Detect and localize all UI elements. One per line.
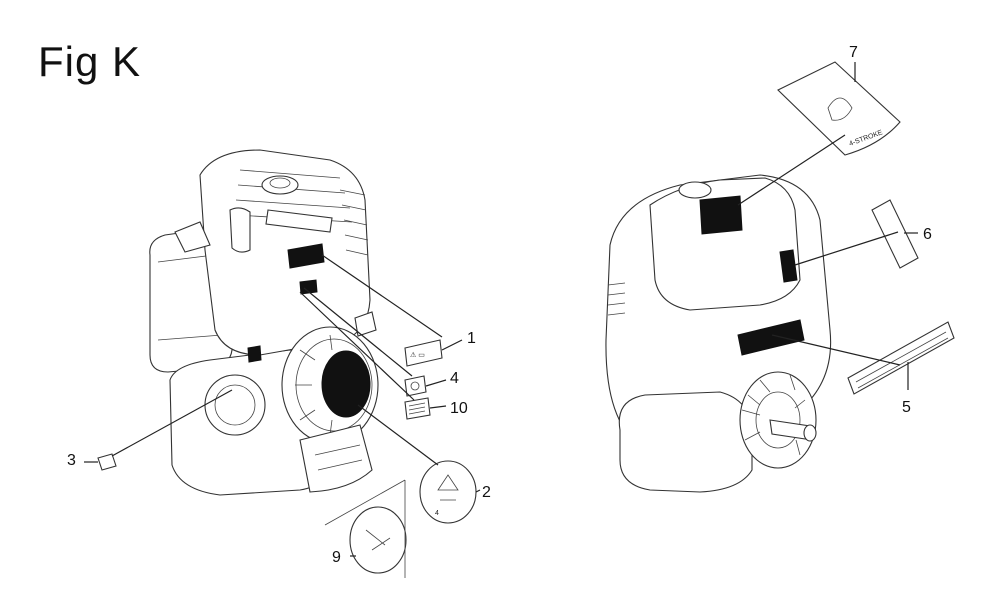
- leader-lines-left: [84, 254, 481, 557]
- decal-9: [324, 479, 407, 578]
- decal-6: [871, 199, 919, 269]
- decal-5: [847, 321, 955, 395]
- callout-5: 5: [902, 399, 911, 416]
- callout-2: 2: [482, 484, 491, 501]
- engine-front-view: [149, 149, 379, 496]
- decal-10: [404, 397, 431, 420]
- callout-1: 1: [467, 330, 476, 347]
- decal-4: [404, 375, 427, 397]
- figure-title: Fig K: [38, 38, 142, 85]
- decal-1: ⚠ ▭: [404, 339, 443, 367]
- svg-text:⚠ ▭: ⚠ ▭: [410, 351, 425, 359]
- decal-3: [97, 453, 117, 471]
- callout-9: 9: [332, 549, 341, 566]
- svg-text:4: 4: [435, 510, 439, 517]
- decal-7: 4-STROKE: [777, 61, 901, 156]
- callout-numbers: 1 2 3 4 5 6 7 9 10: [67, 44, 932, 566]
- decal-2: 4: [419, 460, 477, 524]
- callout-10: 10: [450, 400, 468, 417]
- leader-lines-right: [737, 62, 918, 390]
- callout-3: 3: [67, 452, 76, 469]
- callout-4: 4: [450, 370, 459, 387]
- callout-7: 7: [849, 44, 858, 61]
- engine-rear-view: [605, 174, 832, 493]
- callout-6: 6: [923, 226, 932, 243]
